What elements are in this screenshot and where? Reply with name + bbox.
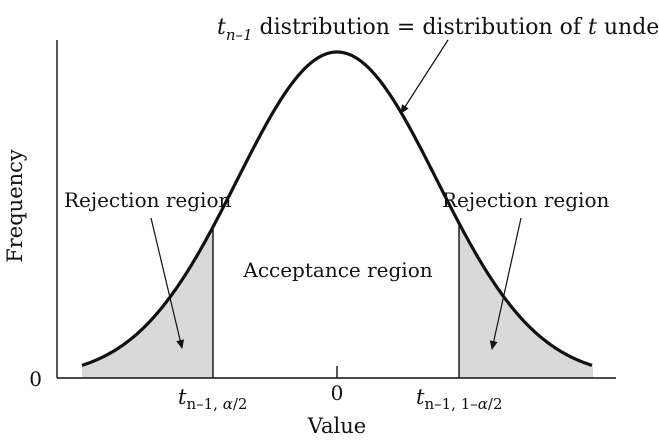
- y-zero-label: 0: [29, 367, 42, 391]
- t-distribution-curve: [81, 50, 593, 367]
- y-axis-label: Frequency: [3, 149, 27, 263]
- left-rejection-shading: [82, 226, 213, 378]
- left-critical-label: tn–1, α/2: [178, 385, 247, 413]
- x-axis-label: Value: [307, 414, 366, 438]
- acceptance-region-label: Acceptance region: [242, 258, 432, 282]
- title-arrow: [400, 39, 449, 114]
- rejection-right-arrow: [489, 217, 522, 350]
- right-rejection-shading: [459, 223, 593, 378]
- rejection-left-arrow: [150, 217, 185, 349]
- curve-title: tn–1 distribution = distribution of t un…: [217, 15, 659, 44]
- rejection-region-right-label: Rejection region: [442, 188, 609, 212]
- rejection-region-left-label: Rejection region: [64, 188, 231, 212]
- x-zero-label: 0: [331, 381, 344, 405]
- right-critical-label: tn–1, 1–α/2: [416, 385, 503, 413]
